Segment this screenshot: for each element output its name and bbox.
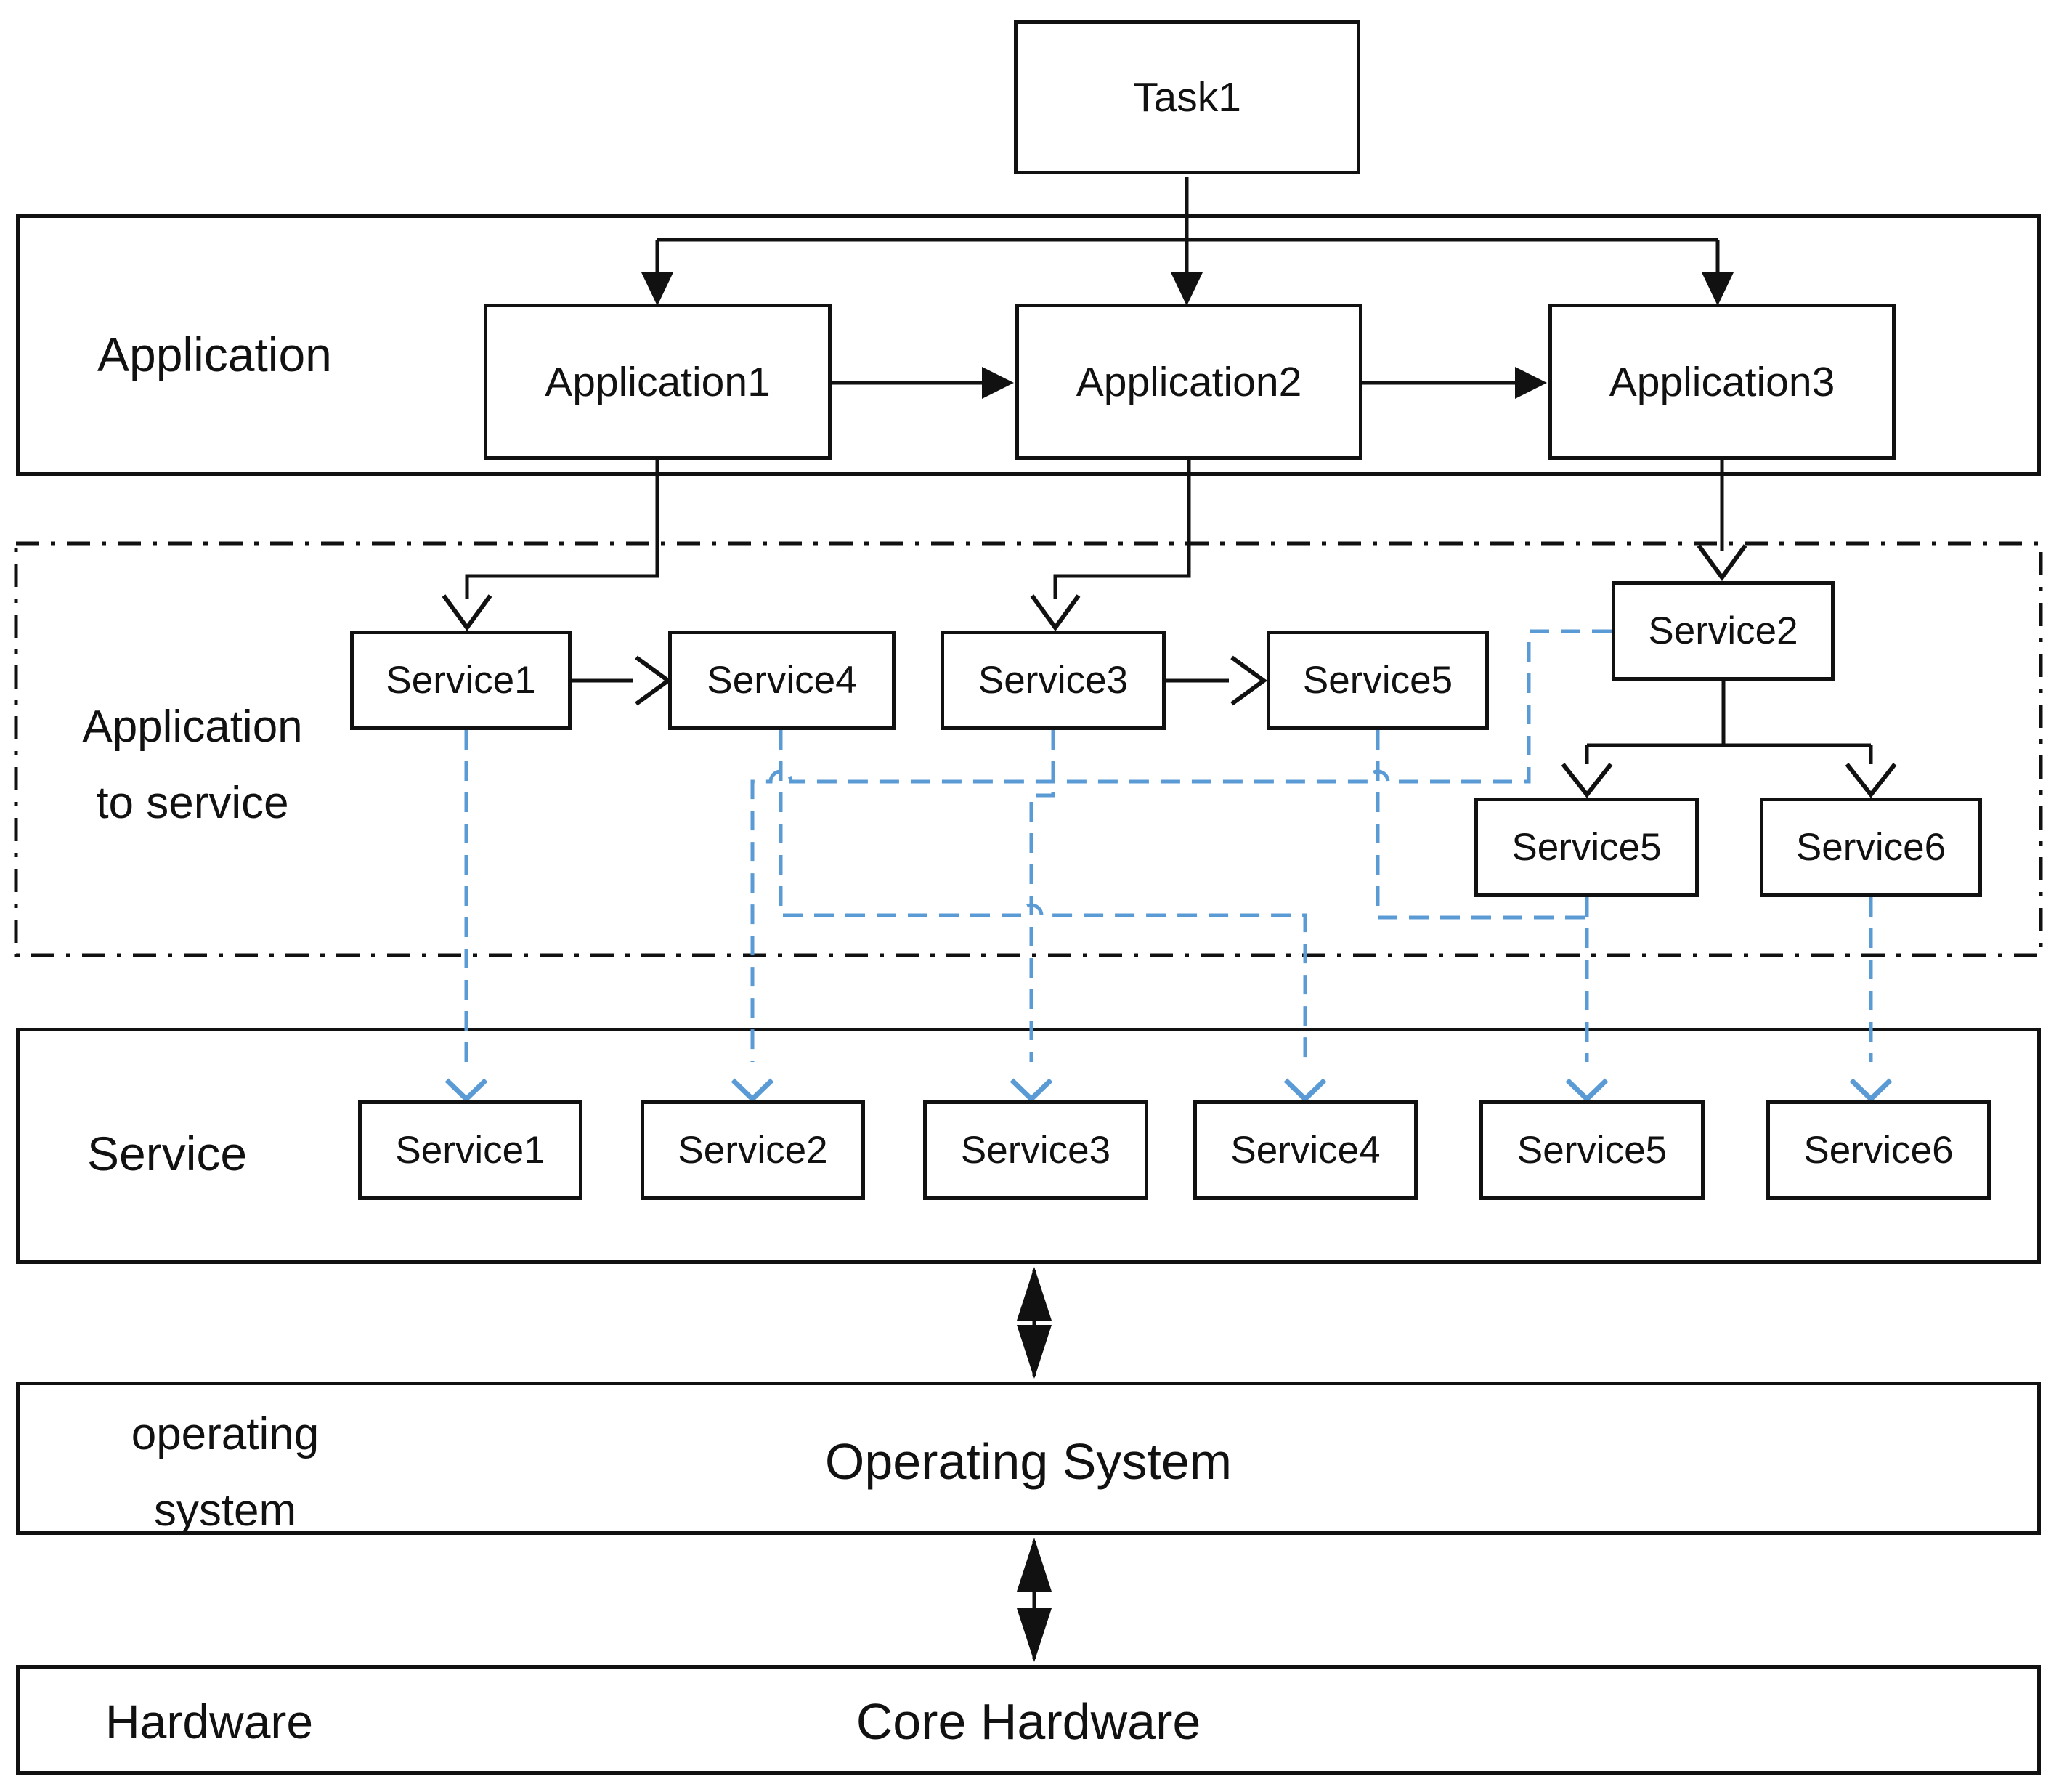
chevron-service1-to-service4 [635,655,673,706]
os-layer-band [16,1382,2041,1535]
application2-label: Application2 [1076,358,1302,405]
application-layer-band [16,214,2041,476]
lower-service1-box: Service1 [358,1100,582,1200]
chevron-into-service6-upper [1845,763,1897,798]
lower-service5-box: Service5 [1479,1100,1705,1200]
upper-service3-label: Service3 [978,659,1129,702]
mapping-service3 [1029,730,1055,1062]
lower-service5-label: Service5 [1516,1129,1668,1172]
chevron-into-service1-upper [442,594,492,632]
upper-service5b-label: Service5 [1511,826,1662,869]
app-to-service-band-label-line1: Application [82,702,303,752]
chevron-into-service2-upper [1697,544,1747,582]
upper-service4-label: Service4 [707,659,857,702]
lower-service4-box: Service4 [1193,1100,1418,1200]
os-center-label: Operating System [824,1433,1232,1490]
application3-box: Application3 [1548,304,1896,460]
upper-service2-label: Service2 [1648,609,1798,652]
service-os-double-arrow [1017,1267,1052,1379]
os-band-label: operating system [102,1396,349,1549]
upper-service2-box: Service2 [1612,581,1835,681]
lower-service3-box: Service3 [923,1100,1148,1200]
lower-service3-label: Service3 [960,1129,1111,1172]
application2-box: Application2 [1015,304,1362,460]
os-band-label-line1: operating [131,1409,320,1459]
upper-service6-box: Service6 [1760,798,1982,897]
upper-service5b-box: Service5 [1474,798,1699,897]
upper-service4-box: Service4 [668,631,896,730]
lower-service6-box: Service6 [1766,1100,1991,1200]
hardware-layer-band [16,1665,2041,1775]
task1-box: Task1 [1014,20,1360,174]
upper-service5a-label: Service5 [1302,659,1453,702]
application1-box: Application1 [484,304,832,460]
app-to-service-band-label-line2: to service [96,778,289,829]
application3-label: Application3 [1609,358,1835,405]
application1-label: Application1 [545,358,771,405]
os-band-label-line2: system [153,1485,297,1536]
upper-service3-box: Service3 [941,631,1166,730]
upper-service6-label: Service6 [1795,826,1946,869]
app-to-service-band-label: Application to service [44,689,341,842]
mapping-service4 [779,730,1307,1062]
lower-service2-label: Service2 [678,1129,828,1172]
service-band-label: Service [87,1127,248,1180]
hardware-band-label: Hardware [105,1695,314,1748]
upper-service5a-box: Service5 [1267,631,1489,730]
chevron-into-service5b-upper [1561,763,1613,798]
os-hardware-double-arrow [1017,1538,1052,1662]
lower-service4-label: Service4 [1230,1129,1381,1172]
upper-service1-box: Service1 [350,631,572,730]
upper-service1-label: Service1 [386,659,536,702]
chevron-service3-to-service5 [1230,655,1268,706]
lower-service6-label: Service6 [1803,1129,1954,1172]
lower-service2-box: Service2 [641,1100,865,1200]
chevron-into-service3-upper [1030,594,1081,632]
task1-label: Task1 [1133,74,1241,121]
lower-service1-label: Service1 [395,1129,545,1172]
service2-branch-arrows [1561,681,1897,798]
hardware-center-label: Core Hardware [856,1693,1201,1750]
application-to-service-arrows [442,460,1747,632]
application-band-label: Application [97,328,332,381]
